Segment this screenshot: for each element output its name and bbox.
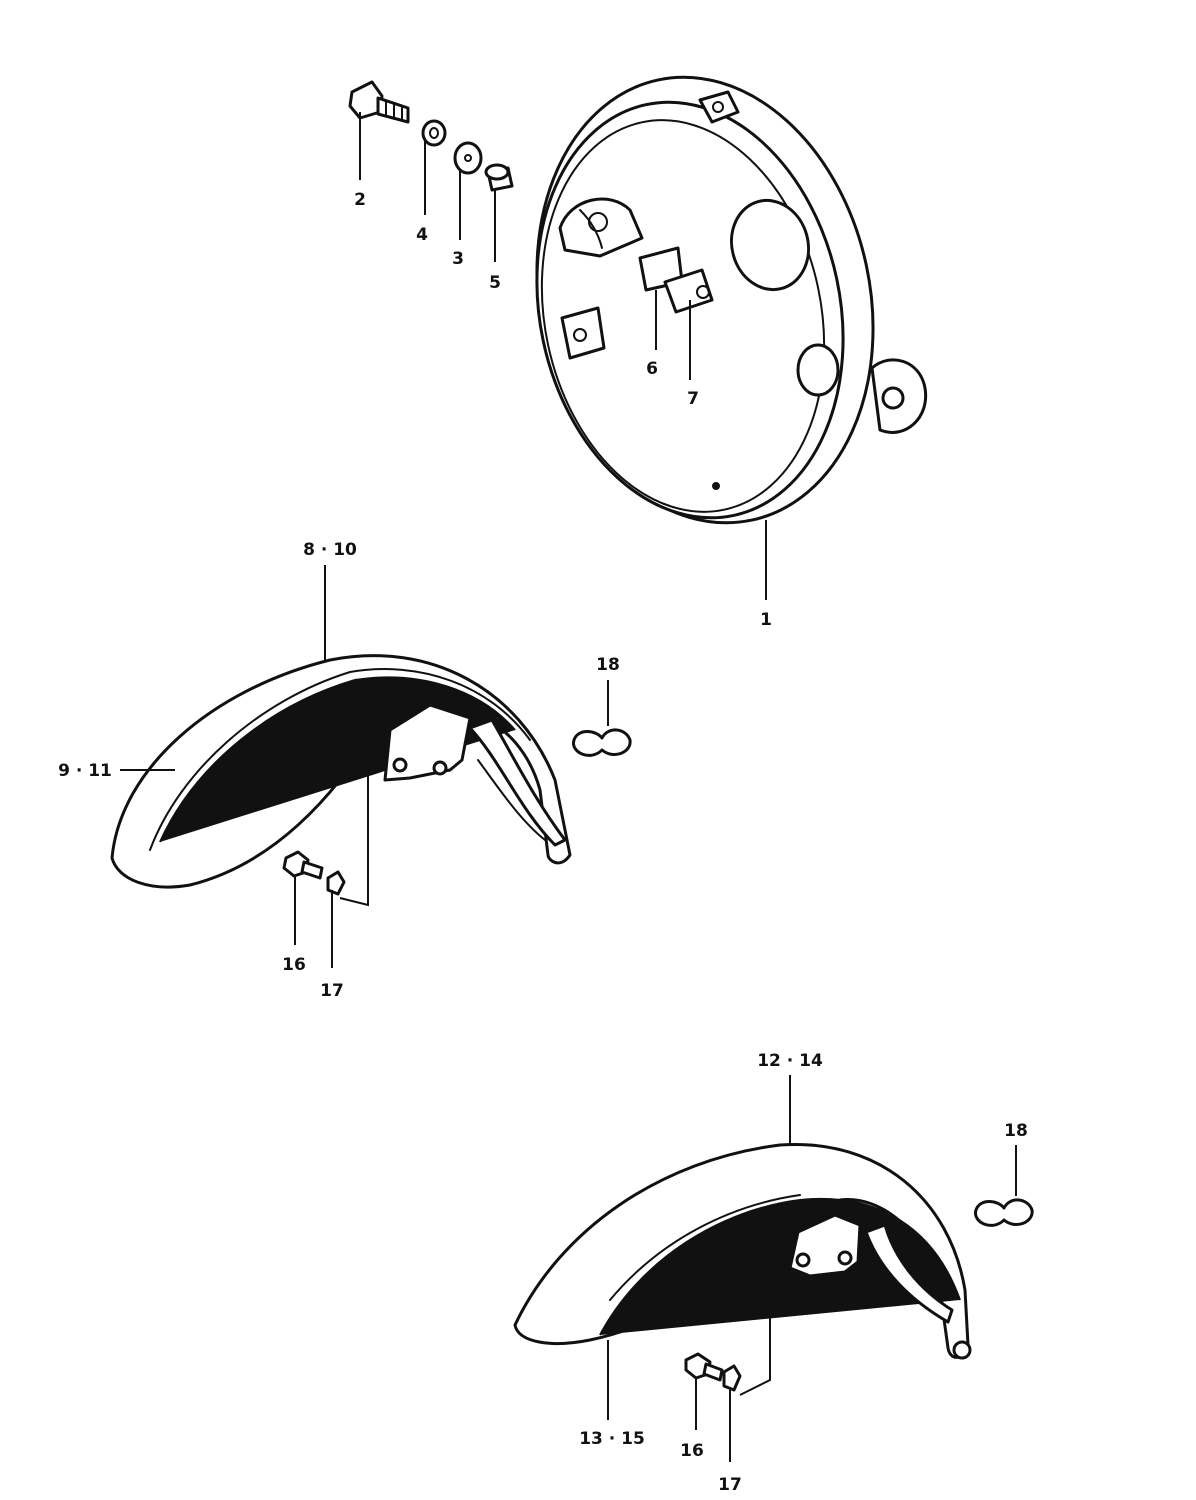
callout-5: 5 — [489, 273, 501, 293]
callout-7: 7 — [687, 389, 699, 409]
headlamp-housing — [535, 75, 928, 525]
callout-17-front: 17 — [320, 981, 344, 1001]
nut-part-17-rear — [722, 1364, 742, 1392]
callout-16-front: 16 — [282, 955, 306, 975]
callout-18-rear: 18 — [1004, 1121, 1028, 1141]
leader-lines — [120, 112, 1017, 1462]
callout-17-rear: 17 — [718, 1475, 742, 1495]
clip-part-18-front — [572, 728, 632, 757]
callout-4: 4 — [416, 225, 428, 245]
collar-part-5 — [484, 163, 514, 192]
callout-8-10: 8 · 10 — [303, 540, 357, 560]
callout-13-15: 13 · 15 — [579, 1429, 645, 1449]
clip-part-18-rear — [974, 1198, 1034, 1227]
front-fender — [110, 654, 572, 889]
bolt-part-2 — [348, 80, 410, 124]
callout-16-rear: 16 — [680, 1441, 704, 1461]
rear-fender — [513, 1142, 972, 1360]
washer-part-3 — [453, 141, 483, 175]
callout-3: 3 — [452, 249, 464, 269]
callout-18-front: 18 — [596, 655, 620, 675]
callout-2: 2 — [354, 190, 366, 210]
bolt-part-16-rear — [684, 1352, 724, 1382]
callout-9-11: 9 · 11 — [58, 761, 112, 781]
nut-part-17-front — [326, 870, 346, 896]
callout-12-14: 12 · 14 — [757, 1051, 823, 1071]
washer-part-4 — [421, 119, 447, 147]
bolt-part-16-front — [282, 850, 324, 880]
callout-1: 1 — [760, 610, 772, 630]
callout-6: 6 — [646, 359, 658, 379]
